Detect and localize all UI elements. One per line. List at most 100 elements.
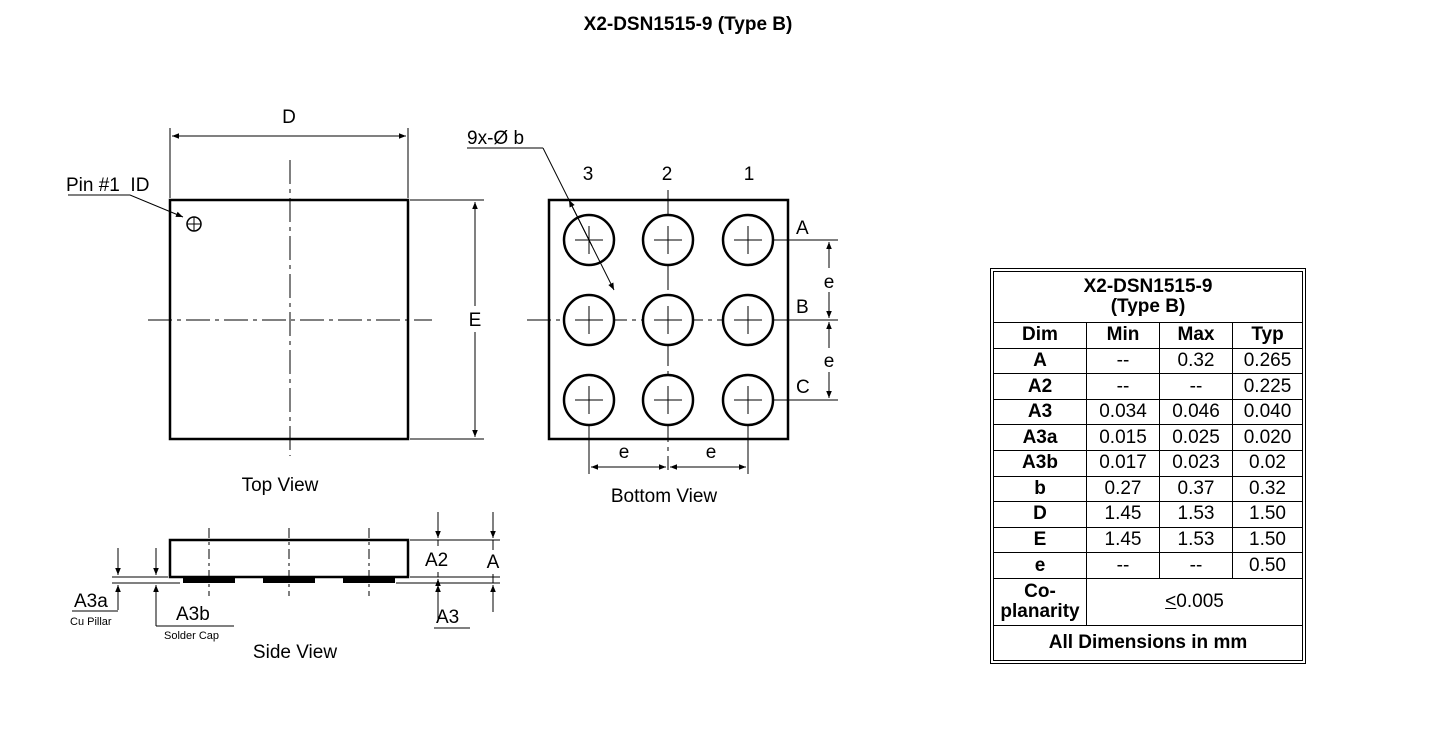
top-view: D E Pin #1 ID Top View bbox=[66, 107, 486, 496]
table-footer-row: All Dimensions in mm bbox=[993, 625, 1303, 661]
row-label-C: C bbox=[796, 377, 810, 398]
coplanarity-label-line2: planarity bbox=[1000, 601, 1080, 622]
bottom-view-label: Bottom View bbox=[611, 486, 718, 507]
row-max: -- bbox=[1159, 373, 1233, 400]
column-label-3: 3 bbox=[583, 164, 594, 185]
row-max: 1.53 bbox=[1159, 501, 1233, 528]
dim-e-label-h2: e bbox=[706, 442, 717, 463]
table-title-row: X2-DSN1515-9 (Type B) bbox=[993, 271, 1303, 323]
ball-callout-label: 9x-Ø b bbox=[467, 128, 524, 149]
row-min: 1.45 bbox=[1086, 501, 1160, 528]
row-dim: E bbox=[993, 526, 1087, 554]
row-min: -- bbox=[1086, 373, 1160, 400]
table-footer: All Dimensions in mm bbox=[993, 625, 1303, 661]
row-typ: 0.32 bbox=[1232, 475, 1303, 503]
ball-B2 bbox=[641, 293, 695, 347]
row-max: 0.023 bbox=[1159, 449, 1233, 477]
row-max: 0.025 bbox=[1159, 424, 1233, 451]
table-title-line1: X2-DSN1515-9 bbox=[1083, 276, 1213, 298]
row-dim: A3a bbox=[993, 424, 1087, 451]
dim-e-label-h1: e bbox=[619, 442, 630, 463]
cu-pillar-label: Cu Pillar bbox=[70, 616, 112, 628]
page-title: X2-DSN1515-9 (Type B) bbox=[583, 14, 793, 35]
row-min: 1.45 bbox=[1086, 526, 1160, 554]
row-typ: 0.50 bbox=[1232, 552, 1303, 579]
dimension-table: X2-DSN1515-9 (Type B) Dim Min Max Typ A … bbox=[990, 268, 1306, 664]
row-max: 0.37 bbox=[1159, 475, 1233, 503]
dim-e-label-v2: e bbox=[824, 351, 835, 372]
dim-e-label-v1: e bbox=[824, 272, 835, 293]
row-dim: D bbox=[993, 501, 1087, 528]
table-header-row: Dim Min Max Typ bbox=[993, 322, 1303, 349]
table-title: X2-DSN1515-9 (Type B) bbox=[993, 271, 1303, 323]
row-typ: 1.50 bbox=[1232, 526, 1303, 554]
coplanarity-value: <0.005 bbox=[1086, 578, 1303, 626]
bottom-view: 3 2 1 A B C 9x-Ø b e e e e Bottom View bbox=[467, 128, 839, 507]
row-min: 0.27 bbox=[1086, 475, 1160, 503]
row-typ: 0.02 bbox=[1232, 449, 1303, 477]
row-min: -- bbox=[1086, 552, 1160, 579]
coplanarity-symbol: < bbox=[1165, 591, 1177, 613]
table-title-line2: (Type B) bbox=[1110, 296, 1186, 317]
dim-A3a-label: A3a bbox=[74, 591, 108, 612]
row-typ: 0.040 bbox=[1232, 398, 1303, 426]
row-dim: A3b bbox=[993, 449, 1087, 477]
dim-D-label: D bbox=[282, 107, 296, 128]
header-min: Min bbox=[1086, 322, 1160, 349]
dim-A3-label: A3 bbox=[436, 607, 459, 628]
dim-A3b-label: A3b bbox=[176, 604, 210, 625]
row-dim: b bbox=[993, 475, 1087, 503]
coplanarity-number: 0.005 bbox=[1176, 591, 1224, 613]
row-label-A: A bbox=[796, 218, 809, 239]
ball-B1 bbox=[721, 293, 775, 347]
row-max: 1.53 bbox=[1159, 526, 1233, 554]
row-label-B: B bbox=[796, 297, 809, 318]
top-view-label: Top View bbox=[242, 475, 319, 496]
ball-C2 bbox=[641, 373, 695, 427]
dim-E-label: E bbox=[469, 310, 482, 331]
ball-C1 bbox=[721, 373, 775, 427]
row-max: 0.32 bbox=[1159, 347, 1233, 375]
row-max: -- bbox=[1159, 552, 1233, 579]
table-row: E 1.45 1.53 1.50 bbox=[993, 526, 1303, 554]
row-dim: e bbox=[993, 552, 1087, 579]
dim-A2-label: A2 bbox=[425, 550, 448, 571]
table-row: b 0.27 0.37 0.32 bbox=[993, 475, 1303, 503]
row-typ: 1.50 bbox=[1232, 501, 1303, 528]
side-view-label: Side View bbox=[253, 642, 337, 663]
column-label-2: 2 bbox=[662, 164, 673, 185]
row-typ: 0.020 bbox=[1232, 424, 1303, 451]
row-min: 0.034 bbox=[1086, 398, 1160, 426]
side-view: A2 A A3 A3a Cu Pillar A3b Solder Cap Sid… bbox=[70, 512, 502, 663]
row-dim: A3 bbox=[993, 398, 1087, 426]
dim-A-label: A bbox=[487, 552, 500, 573]
row-dim: A2 bbox=[993, 373, 1087, 400]
header-typ: Typ bbox=[1232, 322, 1303, 349]
column-label-1: 1 bbox=[744, 164, 755, 185]
ball-A2 bbox=[641, 213, 695, 267]
row-dim: A bbox=[993, 347, 1087, 375]
header-max: Max bbox=[1159, 322, 1233, 349]
table-row: A -- 0.32 0.265 bbox=[993, 347, 1303, 375]
row-typ: 0.265 bbox=[1232, 347, 1303, 375]
table-row: A3 0.034 0.046 0.040 bbox=[993, 398, 1303, 426]
row-min: -- bbox=[1086, 347, 1160, 375]
table-row: A2 -- -- 0.225 bbox=[993, 373, 1303, 400]
table-row: A3b 0.017 0.023 0.02 bbox=[993, 449, 1303, 477]
ball-B3 bbox=[562, 293, 616, 347]
header-dim: Dim bbox=[993, 322, 1087, 349]
solder-cap-label: Solder Cap bbox=[164, 630, 219, 642]
row-min: 0.015 bbox=[1086, 424, 1160, 451]
table-row: e -- -- 0.50 bbox=[993, 552, 1303, 579]
row-typ: 0.225 bbox=[1232, 373, 1303, 400]
pin1-leader bbox=[68, 194, 184, 218]
ball-A1 bbox=[721, 213, 775, 267]
row-max: 0.046 bbox=[1159, 398, 1233, 426]
coplanarity-label: Co- planarity bbox=[993, 578, 1087, 626]
table-row: D 1.45 1.53 1.50 bbox=[993, 501, 1303, 528]
table-row: A3a 0.015 0.025 0.020 bbox=[993, 424, 1303, 451]
row-min: 0.017 bbox=[1086, 449, 1160, 477]
ball-C3 bbox=[562, 373, 616, 427]
coplanarity-label-line1: Co- bbox=[1024, 581, 1056, 603]
